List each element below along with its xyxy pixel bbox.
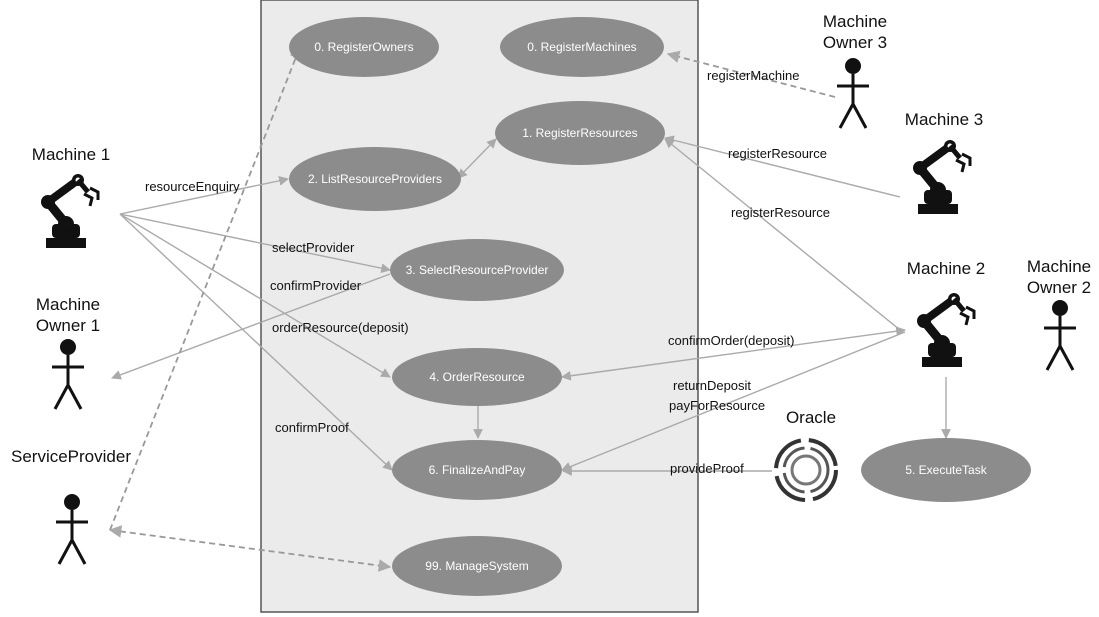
- use-case-manage-system[interactable]: 99. ManageSystem: [392, 536, 562, 596]
- use-case-label: 5. ExecuteTask: [905, 463, 987, 477]
- edge-machine2-order: [561, 326, 906, 381]
- edge-label-pay-for-resource: payForResource: [669, 398, 765, 413]
- edge-label-select-provider: selectProvider: [272, 240, 355, 255]
- actor-machine-3[interactable]: Machine 3: [905, 110, 983, 214]
- actor-label: Machine 1: [32, 145, 110, 164]
- edge-service-manage: [108, 525, 392, 572]
- edge-machine2-register-resources: [664, 138, 901, 331]
- edge-label-return-deposit: returnDeposit: [673, 378, 751, 393]
- person-icon: [54, 492, 90, 566]
- actor-label: Machine 3: [905, 110, 983, 129]
- robot-arm-icon: [913, 140, 970, 214]
- edge-label-register-machine: registerMachine: [707, 68, 800, 83]
- use-case-label: 4. OrderResource: [429, 370, 525, 384]
- use-case-execute-task[interactable]: 5. ExecuteTask: [861, 438, 1031, 502]
- edge-list-register-resources: [457, 138, 497, 179]
- actor-oracle[interactable]: Oracle: [774, 408, 838, 502]
- edge-label-provide-proof: provideProof: [670, 461, 744, 476]
- edge-machine2-finalize: [561, 331, 906, 472]
- edge-label-register-resource-2: registerResource: [731, 205, 830, 220]
- use-case-label: 3. SelectResourceProvider: [406, 263, 549, 277]
- use-case-register-machines[interactable]: 0. RegisterMachines: [500, 17, 664, 77]
- use-case-label: 6. FinalizeAndPay: [429, 463, 526, 477]
- edges: [108, 45, 951, 572]
- edge-label-register-resource-1: registerResource: [728, 146, 827, 161]
- use-case-order-resource[interactable]: 4. OrderResource: [392, 348, 562, 406]
- use-case-label: 99. ManageSystem: [425, 559, 528, 573]
- system-boundary: [260, 0, 699, 613]
- edge-machine3-register-resources: [664, 135, 901, 198]
- edge-machine1-select: [119, 213, 391, 274]
- person-icon: [835, 56, 871, 130]
- use-case-register-owners[interactable]: 0. RegisterOwners: [289, 17, 439, 77]
- oracle-icon: [774, 438, 838, 502]
- use-case-label: 2. ListResourceProviders: [308, 172, 442, 186]
- robot-arm-icon: [41, 174, 98, 248]
- edge-machine1-order: [119, 213, 391, 378]
- edge-label-confirm-proof: confirmProof: [275, 420, 349, 435]
- actor-service-provider[interactable]: ServiceProvider: [11, 447, 131, 566]
- use-case-label: 1. RegisterResources: [522, 126, 637, 140]
- edge-label-confirm-order-deposit: confirmOrder(deposit): [668, 333, 794, 348]
- edge-machine1-finalize: [119, 213, 393, 471]
- actor-machine-2[interactable]: Machine 2: [907, 259, 985, 367]
- use-case-register-resources[interactable]: 1. RegisterResources: [495, 101, 665, 165]
- edge-label-order-resource-deposit: orderResource(deposit): [272, 320, 409, 335]
- actor-label: Oracle: [786, 408, 836, 427]
- edge-label-confirm-provider: confirmProvider: [270, 278, 362, 293]
- use-case-list-resource-providers[interactable]: 2. ListResourceProviders: [289, 147, 461, 211]
- person-icon: [1042, 298, 1078, 372]
- robot-arm-icon: [917, 293, 974, 367]
- edge-select-owner1: [111, 273, 391, 380]
- edge-label-resource-enquiry: resourceEnquiry: [145, 179, 240, 194]
- actor-machine-1[interactable]: Machine 1: [32, 145, 110, 248]
- edge-machine1-list: [119, 176, 289, 215]
- use-case-select-resource-provider[interactable]: 3. SelectResourceProvider: [390, 239, 564, 301]
- actor-label: ServiceProvider: [11, 447, 131, 466]
- use-case-finalize-and-pay[interactable]: 6. FinalizeAndPay: [392, 440, 562, 500]
- edge-service-register-owners: [109, 45, 302, 531]
- use-case-label: 0. RegisterOwners: [314, 40, 413, 54]
- actor-label: Machine 2: [907, 259, 985, 278]
- edge-owner3-register-machines: [666, 50, 836, 98]
- person-icon: [50, 337, 86, 411]
- use-case-label: 0. RegisterMachines: [527, 40, 636, 54]
